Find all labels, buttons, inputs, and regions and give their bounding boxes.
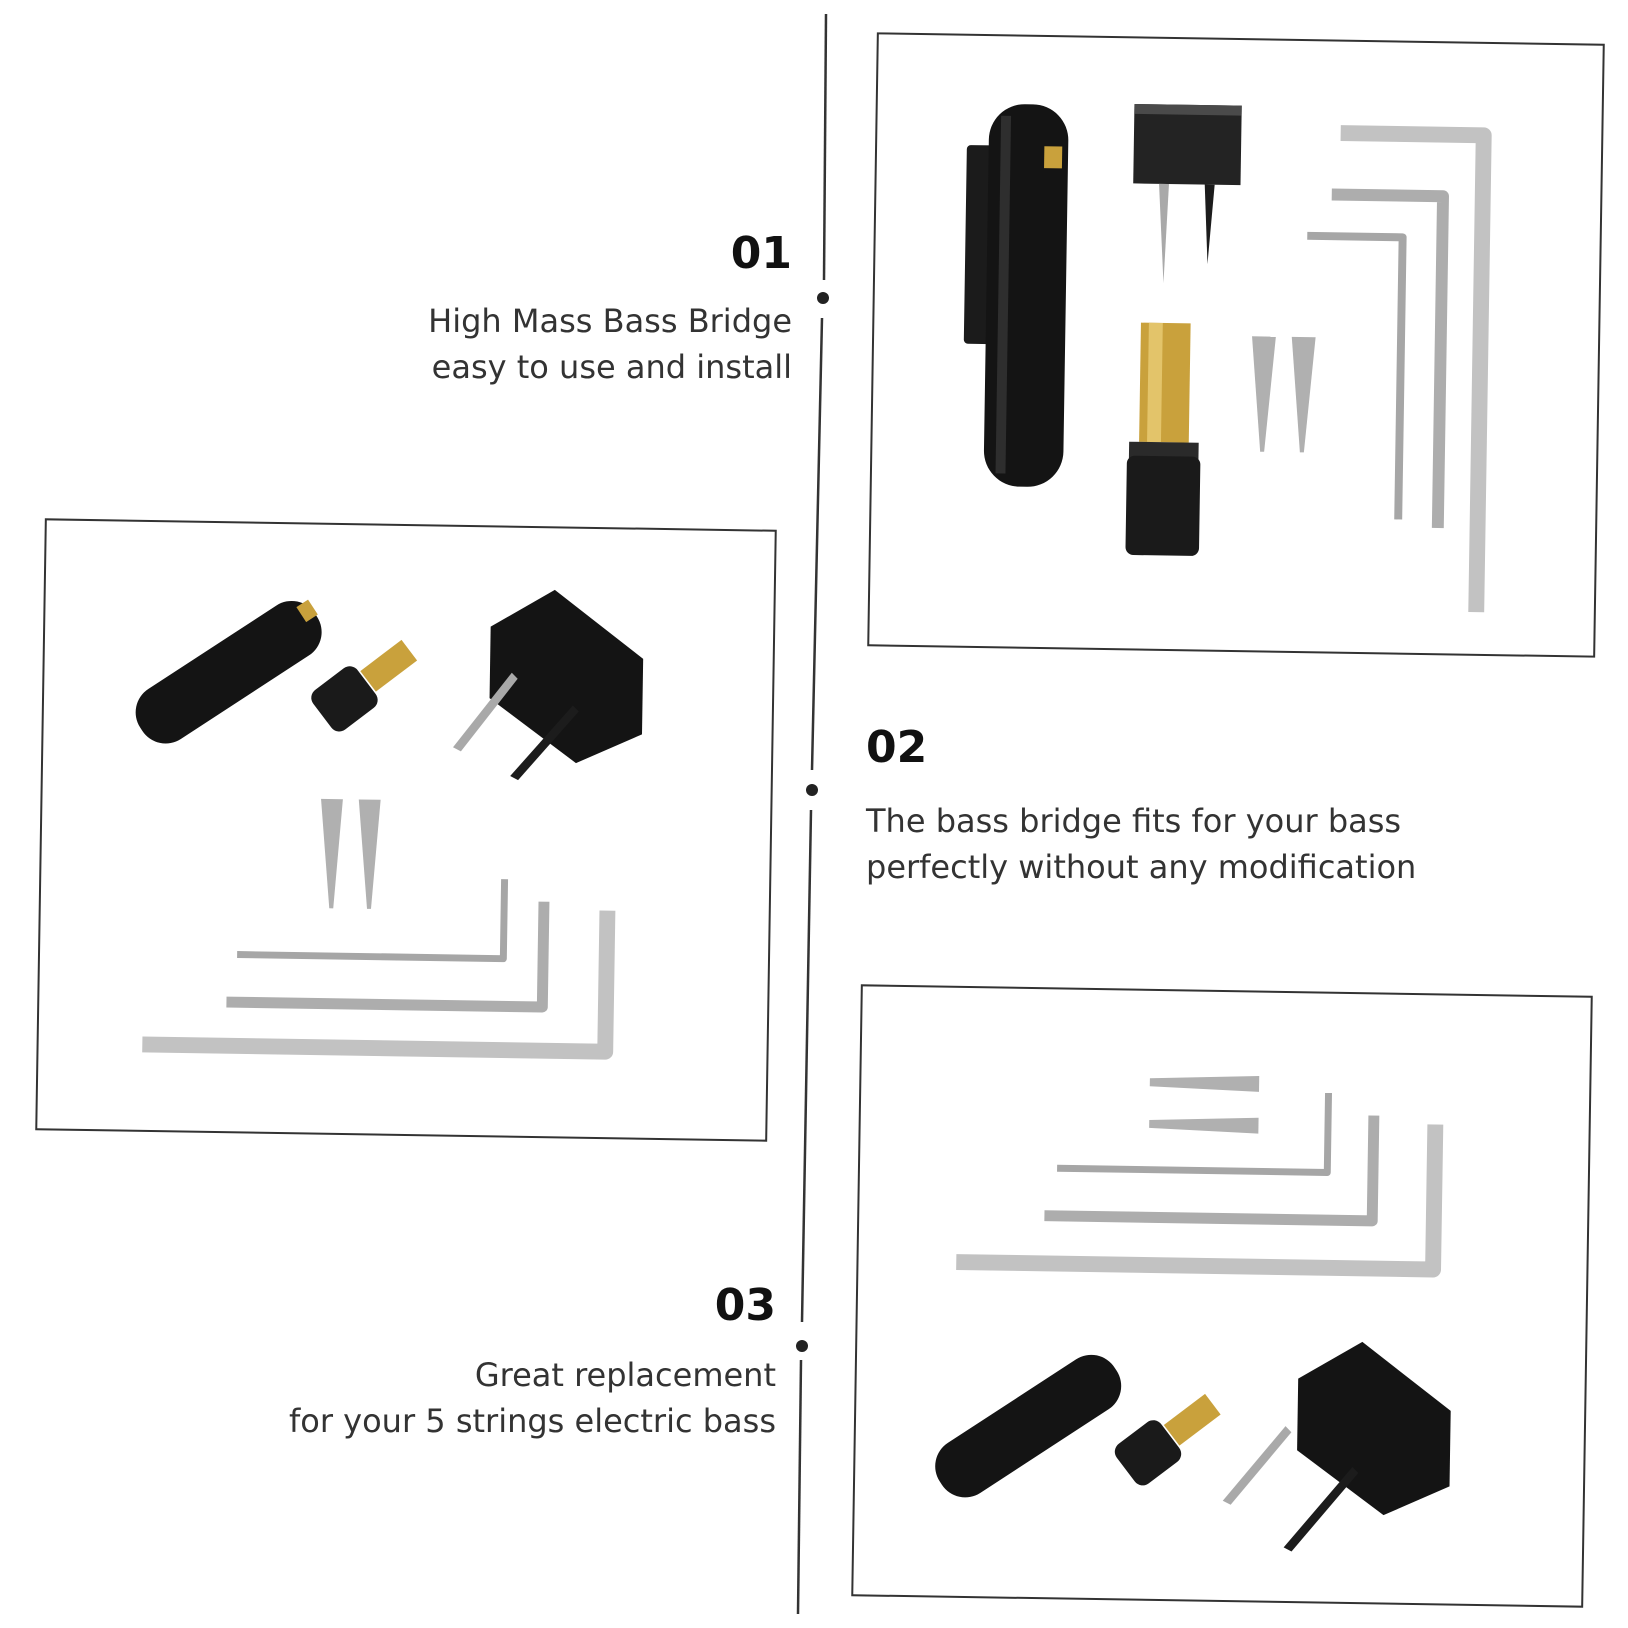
timeline-dot [796,1340,808,1352]
saddle-block-icon [1133,103,1242,284]
hex-key-icon [142,879,616,1060]
saddle-block-icon [1222,1341,1451,1552]
timeline-segment [822,13,828,281]
product-photo-frame-3 [851,984,1593,1608]
step-number: 01 [730,228,792,279]
step-caption-line: easy to use and install [431,348,792,386]
step-01: 01 High Mass Bass Bridge easy to use and… [428,232,792,390]
saddle-barrel-icon [135,599,322,744]
step-caption-line: High Mass Bass Bridge [428,302,792,340]
height-screw-icon [311,639,418,732]
timeline-segment [810,317,824,771]
step-02: 02 The bass bridge fits for your bass pe… [866,726,1416,890]
step-number: 03 [714,1280,776,1331]
mounting-screw-icon [1149,1076,1260,1134]
timeline-dot [817,292,829,304]
step-03: 03 Great replacement for your 5 strings … [289,1284,776,1444]
product-photo-frame-2 [35,518,777,1142]
product-photo-frame-1 [867,32,1605,658]
timeline-segment [800,809,813,1323]
step-caption-line: perfectly without any modification [866,848,1417,886]
saddle-barrel-icon [935,1354,1122,1498]
saddle-block-icon [453,589,644,781]
product-photo-3 [935,1076,1451,1552]
height-screw-icon [1125,322,1201,556]
height-screw-icon [1114,1393,1221,1486]
hex-key-icon [1307,125,1492,613]
step-caption-line: for your 5 strings electric bass [288,1402,776,1440]
mounting-screw-icon [1252,336,1316,453]
step-number: 02 [866,722,928,773]
product-photo-1 [963,103,1492,613]
saddle-barrel-icon [963,104,1069,487]
mounting-screw-icon [321,798,381,909]
product-photo-2 [135,589,644,1060]
hex-key-icon [956,1092,1444,1278]
timeline-dot [806,784,818,796]
timeline-segment [796,1359,803,1615]
step-caption-line: Great replacement [474,1356,776,1394]
step-caption-line: The bass bridge fits for your bass [866,802,1402,840]
